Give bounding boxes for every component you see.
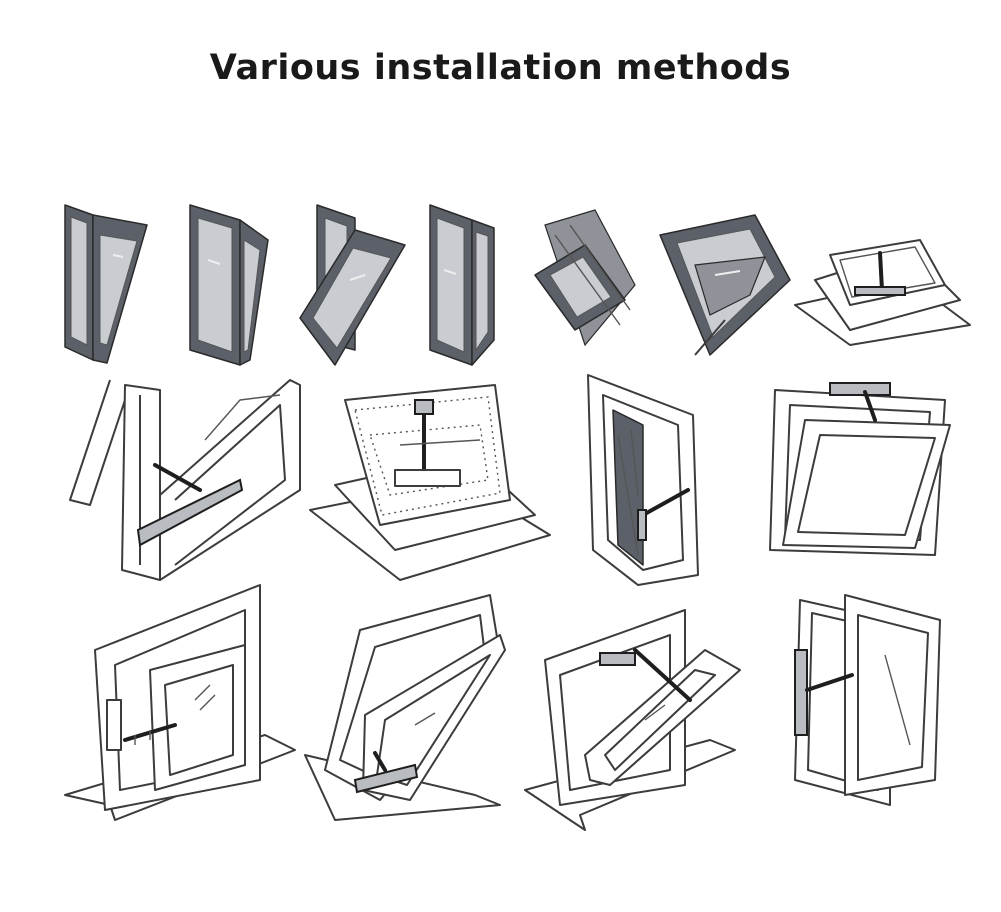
flat-roof-hatch-illustration (790, 225, 975, 346)
roof-window-illustration (525, 205, 640, 355)
top-hung-chain-actuator-illustration (524, 590, 745, 831)
inward-opening-window-illustration (64, 584, 296, 825)
top-hung-actuator-illustration (60, 379, 301, 585)
side-hung-window-illustration (180, 200, 280, 370)
casement-window-illustration (422, 200, 502, 370)
page-title: Various installation methods (209, 48, 792, 88)
vertical-pivot-actuator-illustration (583, 374, 713, 586)
roof-hatch-actuator-illustration (309, 384, 555, 581)
parallel-window-actuator-illustration (765, 380, 955, 560)
skylight-window-illustration (655, 205, 795, 365)
side-hung-actuator-illustration (790, 594, 950, 810)
top-hung-window-illustration (55, 195, 165, 370)
bottom-hung-chain-actuator-illustration (304, 594, 510, 825)
bottom-hung-window-illustration (295, 200, 410, 370)
